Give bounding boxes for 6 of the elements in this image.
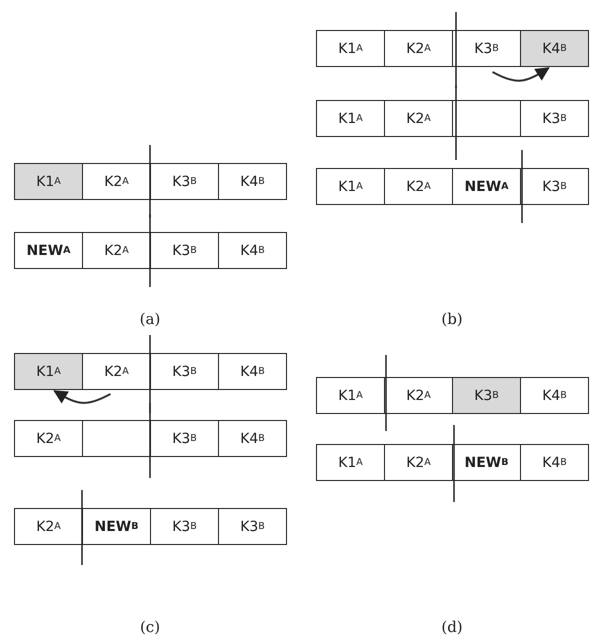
panel-caption: (c) [140, 618, 160, 636]
panel-caption: (d) [441, 618, 463, 636]
panel-caption: (a) [140, 310, 160, 328]
panel-caption: (b) [441, 310, 463, 328]
curved-arrow [492, 67, 550, 82]
curved-arrow [53, 390, 111, 404]
